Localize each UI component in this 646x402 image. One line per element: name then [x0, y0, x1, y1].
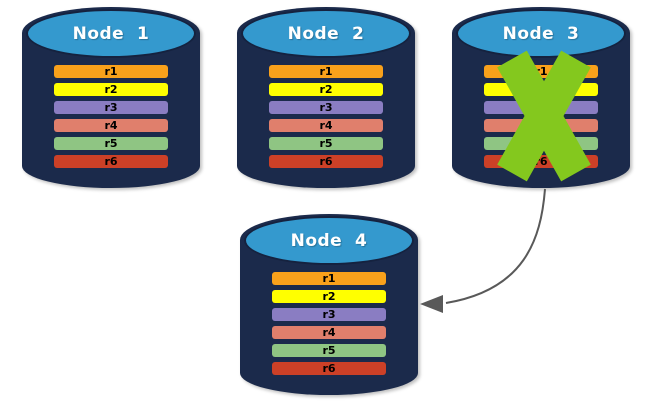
row-r4: r4 — [269, 119, 383, 132]
node-title: Node 3 — [502, 23, 580, 44]
row-stack: r1 r2 r3 r4 r5 r6 — [54, 65, 168, 168]
replica-row-label: r4 — [319, 119, 333, 132]
replica-row-label: r1 — [322, 272, 336, 285]
row-r1: r1 — [272, 272, 386, 285]
row-r6: r6 — [54, 155, 168, 168]
row-r2: r2 — [269, 83, 383, 96]
row-r1: r1 — [54, 65, 168, 78]
replica-row-label: r2 — [104, 83, 118, 96]
replica-row-label: r3 — [319, 101, 333, 114]
node-2: Node 2 r1 r2 r3 r4 r5 r6 — [237, 7, 415, 188]
failure-x-icon — [497, 50, 591, 182]
row-r5: r5 — [272, 344, 386, 357]
row-r5: r5 — [54, 137, 168, 150]
replica-row-label: r6 — [319, 155, 333, 168]
replica-row-label: r3 — [322, 308, 336, 321]
replica-row-label: r4 — [104, 119, 118, 132]
node-title: Node 1 — [72, 23, 150, 44]
replica-row-label: r2 — [319, 83, 333, 96]
arrow-curve — [445, 188, 546, 304]
replica-row-label: r2 — [322, 290, 336, 303]
replica-row-label: r5 — [104, 137, 118, 150]
row-r2: r2 — [54, 83, 168, 96]
replica-row-label: r5 — [322, 344, 336, 357]
row-r4: r4 — [54, 119, 168, 132]
arrow-head-icon — [420, 295, 443, 313]
row-r3: r3 — [54, 101, 168, 114]
row-stack: r1 r2 r3 r4 r5 r6 — [269, 65, 383, 168]
row-r3: r3 — [272, 308, 386, 321]
replica-row-label: r6 — [104, 155, 118, 168]
replica-row-label: r3 — [104, 101, 118, 114]
replica-row-label: r1 — [319, 65, 333, 78]
row-r5: r5 — [269, 137, 383, 150]
node-title: Node 4 — [290, 230, 368, 251]
row-r3: r3 — [269, 101, 383, 114]
cylinder-top: Node 2 — [241, 9, 411, 58]
row-r1: r1 — [269, 65, 383, 78]
replica-row-label: r4 — [322, 326, 336, 339]
row-r6: r6 — [269, 155, 383, 168]
node-title: Node 2 — [287, 23, 365, 44]
node-4: Node 4 r1 r2 r3 r4 r5 r6 — [240, 214, 418, 395]
node-1: Node 1 r1 r2 r3 r4 r5 r6 — [22, 7, 200, 188]
row-r4: r4 — [272, 326, 386, 339]
cylinder-top: Node 4 — [244, 216, 414, 265]
cylinder-top: Node 3 — [456, 9, 626, 58]
row-r6: r6 — [272, 362, 386, 375]
row-stack: r1 r2 r3 r4 r5 r6 — [272, 272, 386, 375]
cylinder-top: Node 1 — [26, 9, 196, 58]
replica-row-label: r6 — [322, 362, 336, 375]
replica-row-label: r5 — [319, 137, 333, 150]
row-r2: r2 — [272, 290, 386, 303]
node-3: Node 3 r1 r2 r3 r4 r5 r6 — [452, 7, 630, 188]
replica-row-label: r1 — [104, 65, 118, 78]
